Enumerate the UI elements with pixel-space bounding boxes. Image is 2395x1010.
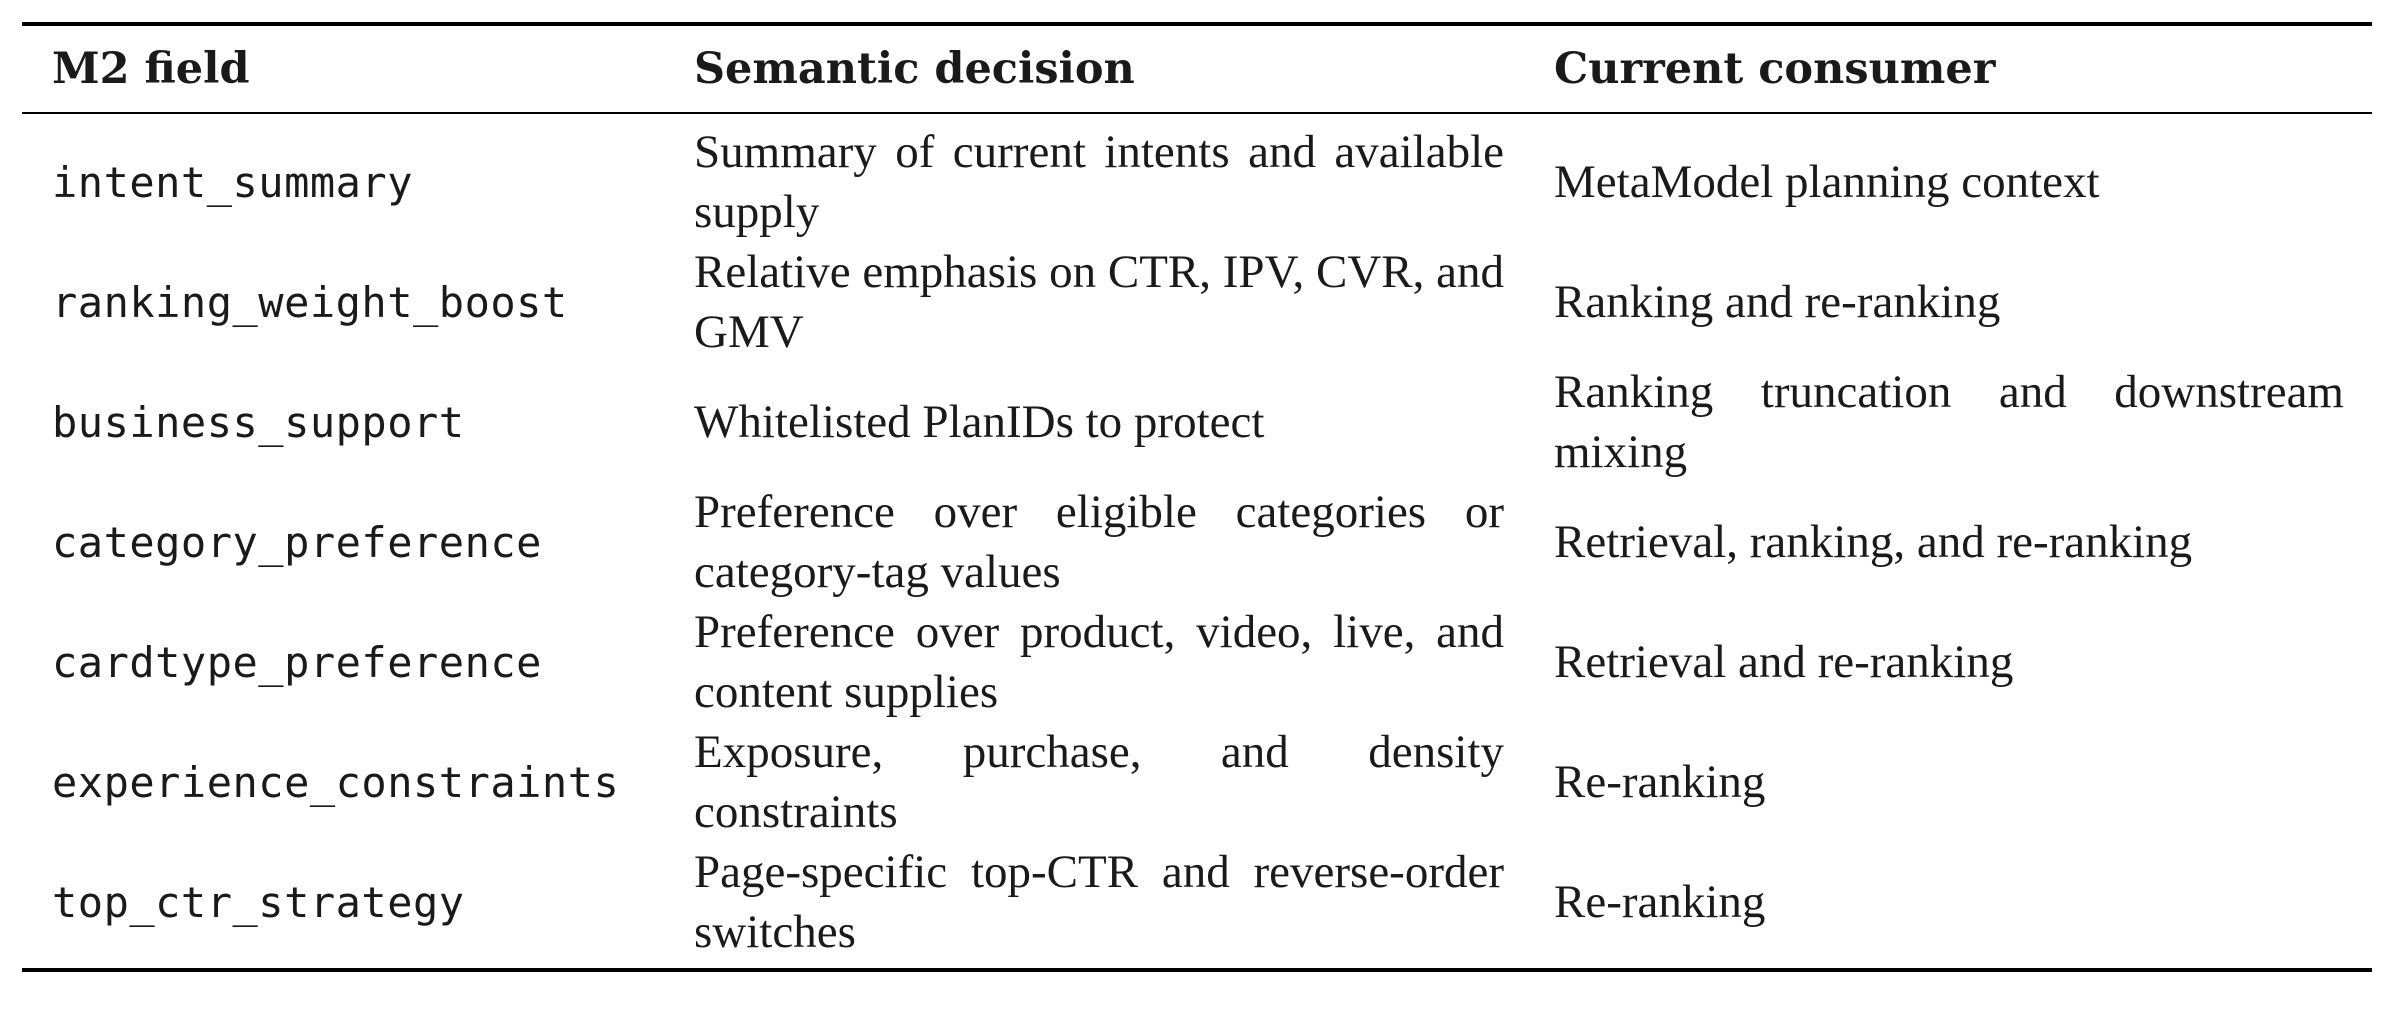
m2-field-table: M2 field Semantic decision Current consu…: [22, 22, 2372, 972]
decision-cell: Summary of current intents and available…: [694, 126, 1504, 238]
field-cell: business_support: [52, 397, 465, 447]
field-cell: intent_summary: [52, 157, 414, 207]
header-current-consumer: Current consumer: [1554, 43, 1996, 94]
header-row: M2 field Semantic decision Current consu…: [22, 26, 2372, 112]
table-row: business_support Whitelisted PlanIDs to …: [22, 362, 2372, 482]
consumer-cell: Ranking and re-ranking: [1554, 276, 2001, 328]
decision-cell: Preference over eligible categories or c…: [694, 486, 1504, 598]
field-cell: ranking_weight_boost: [52, 277, 568, 327]
field-cell: category_preference: [52, 517, 542, 567]
table-row: cardtype_preference Preference over prod…: [22, 602, 2372, 722]
table: M2 field Semantic decision Current consu…: [22, 26, 2372, 112]
table-row: experience_constraints Exposure, purchas…: [22, 722, 2372, 842]
decision-cell: Exposure, purchase, and density constrai…: [694, 726, 1504, 838]
decision-cell: Preference over product, video, live, an…: [694, 606, 1504, 718]
bottom-rule: [22, 968, 2372, 972]
header-semantic-decision: Semantic decision: [694, 43, 1135, 94]
consumer-cell: Re-ranking: [1554, 756, 1766, 808]
field-cell: top_ctr_strategy: [52, 877, 465, 927]
consumer-cell: Re-ranking: [1554, 876, 1766, 928]
table-row: category_preference Preference over elig…: [22, 482, 2372, 602]
top-rule: [22, 22, 2372, 26]
consumer-cell: Retrieval, ranking, and re-ranking: [1554, 516, 2193, 568]
table-row: ranking_weight_boost Relative emphasis o…: [22, 242, 2372, 362]
decision-cell: Relative emphasis on CTR, IPV, CVR, and …: [694, 246, 1504, 358]
decision-cell: Page-specific top-CTR and reverse-order …: [694, 846, 1504, 958]
table-row: intent_summary Summary of current intent…: [22, 114, 2372, 242]
consumer-cell: MetaModel planning context: [1554, 156, 2100, 208]
header-m2-field: M2 field: [52, 43, 250, 94]
table-row: top_ctr_strategy Page-specific top-CTR a…: [22, 842, 2372, 962]
consumer-cell: Ranking truncation and downstream mixing: [1554, 366, 2344, 478]
decision-cell: Whitelisted PlanIDs to protect: [694, 396, 1265, 448]
field-cell: cardtype_preference: [52, 637, 542, 687]
consumer-cell: Retrieval and re-ranking: [1554, 636, 2014, 688]
table-body: intent_summary Summary of current intent…: [22, 114, 2372, 962]
field-cell: experience_constraints: [52, 757, 620, 807]
header-rule: [22, 112, 2372, 114]
